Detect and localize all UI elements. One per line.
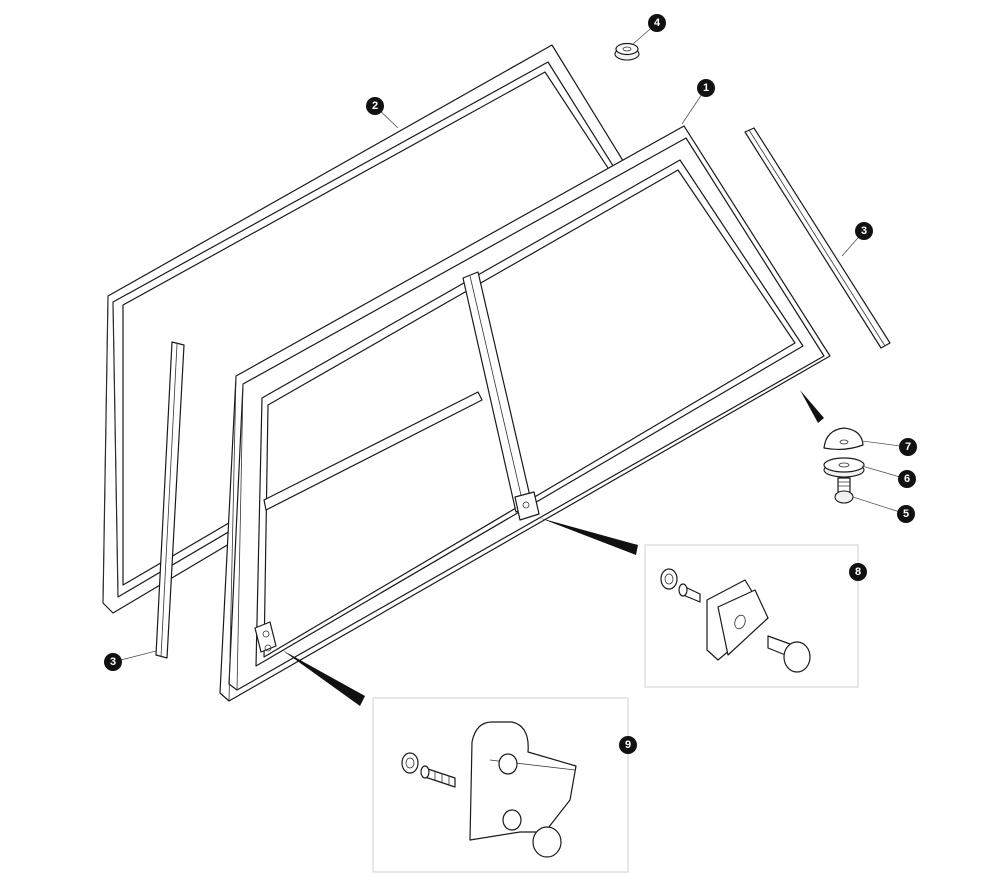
callout-6: 6 [898, 470, 916, 488]
callout-6-label: 6 [904, 473, 910, 485]
callout-2-label: 2 [372, 100, 378, 112]
callout-4-label: 4 [654, 17, 661, 29]
parts-5-6-7-fastener-stack [800, 390, 865, 504]
callout-5-label: 5 [903, 508, 909, 520]
inset-9-latch-detail [282, 650, 629, 873]
part-3-seal-rod-right [744, 127, 891, 349]
part-1-window-frame [219, 125, 831, 702]
part-3-seal-strip-left [155, 341, 185, 659]
callout-7: 7 [899, 438, 917, 456]
part-4-grommet [614, 42, 640, 61]
callout-2: 2 [366, 97, 384, 115]
callout-9-label: 9 [625, 739, 631, 751]
callout-5: 5 [897, 505, 915, 523]
callout-3-right-label: 3 [861, 225, 867, 237]
callout-3-left-label: 3 [110, 656, 116, 668]
callout-3-right: 3 [855, 222, 873, 240]
callout-1-label: 1 [703, 82, 709, 94]
inset-8-bracket-detail [540, 518, 859, 688]
callout-4: 4 [648, 14, 666, 32]
callout-1: 1 [697, 79, 715, 97]
callout-8: 8 [849, 563, 867, 581]
callout-9: 9 [619, 736, 637, 754]
callout-8-label: 8 [855, 566, 861, 578]
callout-7-label: 7 [905, 441, 911, 453]
callout-3-left: 3 [104, 653, 122, 671]
